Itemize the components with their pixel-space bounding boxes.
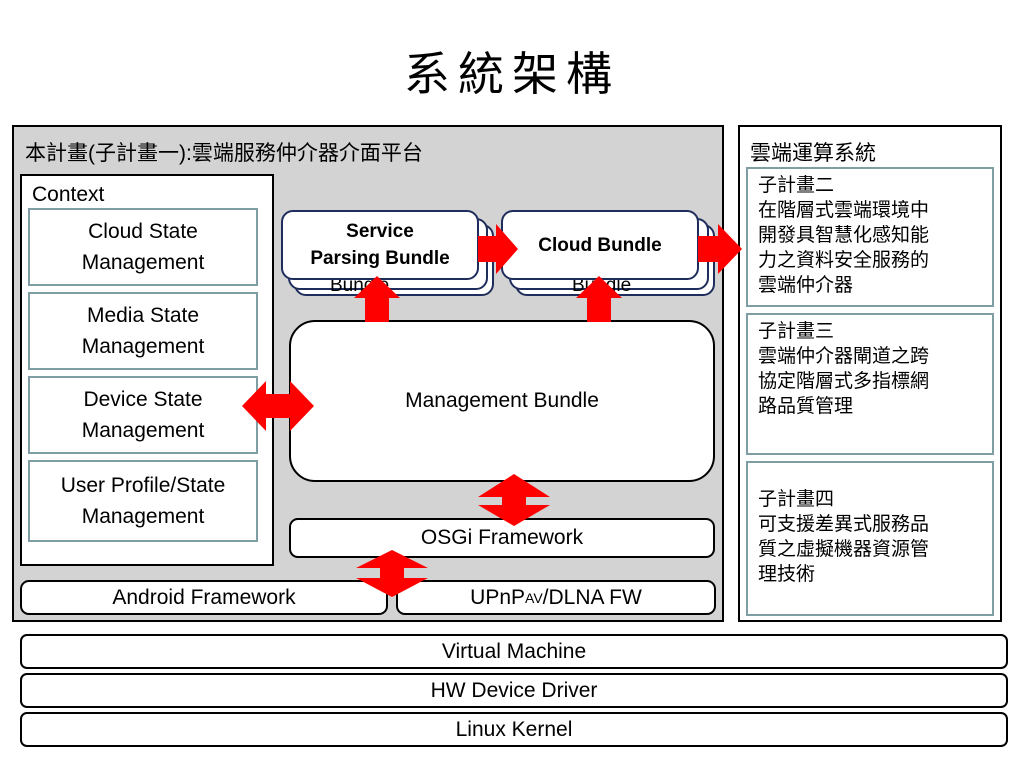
context-label: Context [32,183,105,206]
up-arrow-cloud [576,276,622,322]
android-framework: Android Framework [20,580,388,615]
linux-kernel-layer: Linux Kernel [20,712,1008,747]
hw-device-driver-layer: HW Device Driver [20,673,1008,708]
subproject-4: 子計畫四 可支援差異式服務品 質之虛擬機器資源管 理技術 [746,461,994,616]
cloud-computing-system-label: 雲端運算系統 [750,142,876,165]
up-arrow-service [354,276,400,322]
management-bundle: Management Bundle [289,320,715,482]
double-arrow-device-management [242,381,314,431]
platform-panel-label: 本計畫(子計畫一):雲端服務仲介器介面平台 [25,142,423,165]
right-arrow-service-to-cloud [478,224,518,274]
media-state-management: Media State Management [28,292,258,370]
device-state-management: Device State Management [28,376,258,454]
virtual-machine-layer: Virtual Machine [20,634,1008,669]
subproject-2: 子計畫二 在階層式雲端環境中 開發具智慧化感知能 力之資料安全服務的 雲端仲介器 [746,167,994,307]
user-profile-state-management: User Profile/State Management [28,460,258,542]
upnp-suffix: /DLNA FW [542,585,642,609]
subproject-3: 子計畫三 雲端仲介器閘道之跨 協定階層式多指標網 路品質管理 [746,313,994,455]
double-arrow-osgi-android [356,550,428,597]
double-arrow-management-osgi [478,474,550,526]
cloud-state-management: Cloud State Management [28,208,258,286]
right-arrow-cloud-to-system [698,224,742,274]
page-title: 系統架構 [404,47,620,101]
upnp-sub: AV [525,589,543,606]
cloud-bundle: Cloud Bundle [501,210,699,280]
upnp-prefix: UPnP [470,585,526,609]
service-parsing-bundle: Service Parsing Bundle [281,210,479,280]
